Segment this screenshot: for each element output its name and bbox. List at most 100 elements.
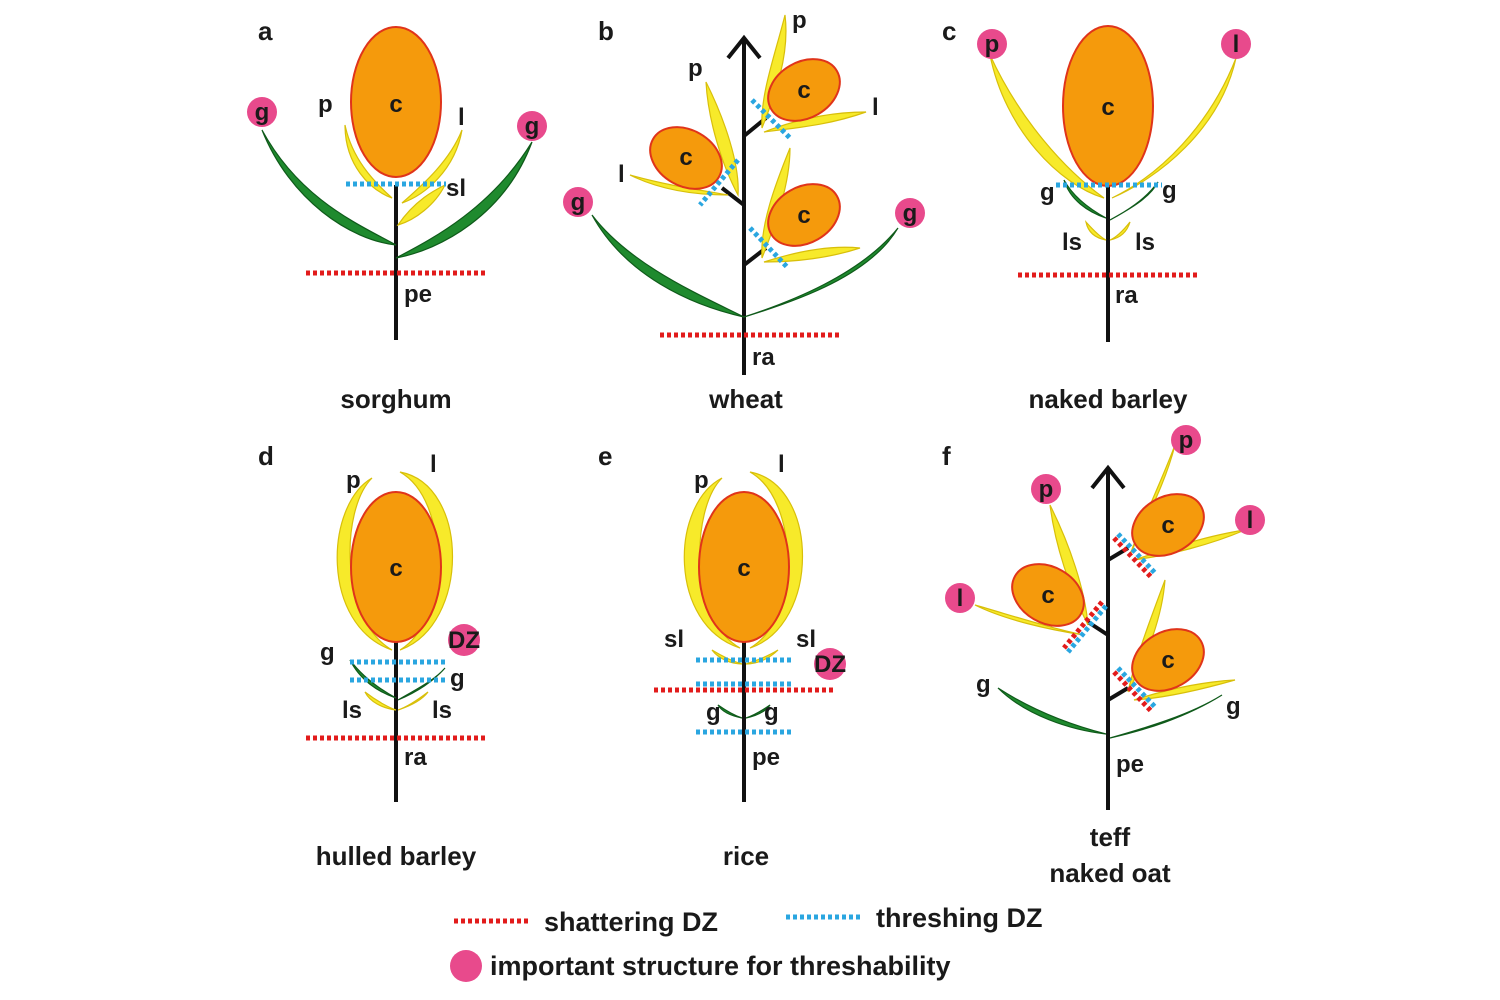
label-dz: DZ bbox=[448, 627, 480, 654]
important-marker bbox=[1221, 29, 1251, 59]
spikelet-branch bbox=[720, 186, 746, 207]
lemma bbox=[749, 471, 803, 649]
legend-important-marker bbox=[450, 950, 482, 982]
lemma bbox=[1133, 679, 1236, 701]
important-marker bbox=[1235, 505, 1265, 535]
caryopsis bbox=[1131, 493, 1205, 557]
caryopsis bbox=[1131, 628, 1205, 692]
important-marker bbox=[895, 198, 925, 228]
label-ls: ls bbox=[432, 697, 452, 724]
caption-naked-oat: naked oat bbox=[1049, 858, 1171, 888]
label-pe: pe bbox=[1116, 751, 1144, 778]
glume-left bbox=[717, 704, 743, 719]
caryopsis bbox=[698, 491, 790, 643]
sterile-lemma-left bbox=[364, 691, 397, 711]
panel-d: d c p l DZ g g ls ls ra hulled barley bbox=[258, 441, 488, 871]
label-c: c bbox=[389, 555, 402, 582]
panel-letter-b: b bbox=[598, 16, 614, 46]
important-marker bbox=[247, 97, 277, 127]
label-g: g bbox=[320, 639, 335, 666]
label-ls: ls bbox=[1062, 229, 1082, 256]
panel-letter-a: a bbox=[258, 16, 273, 46]
palea bbox=[683, 477, 741, 649]
legend: shattering DZ threshing DZ important str… bbox=[450, 903, 1043, 982]
shattering-dz-line bbox=[1112, 670, 1154, 714]
panel-letter-e: e bbox=[598, 441, 612, 471]
label-l: l bbox=[872, 94, 879, 121]
label-l: l bbox=[1233, 31, 1240, 58]
caption-teff: teff bbox=[1090, 822, 1131, 852]
glume-left bbox=[1063, 179, 1107, 219]
label-ra: ra bbox=[752, 344, 775, 371]
caryopsis bbox=[767, 183, 841, 247]
label-g: g bbox=[450, 665, 465, 692]
label-c: c bbox=[389, 91, 402, 118]
important-marker bbox=[945, 583, 975, 613]
panel-b: b c c c p p l l g g ra wheat bbox=[563, 7, 925, 414]
caryopsis bbox=[350, 26, 442, 178]
label-l: l bbox=[430, 451, 437, 478]
threshing-dz-line bbox=[748, 226, 790, 270]
threshing-dz-line bbox=[1066, 604, 1108, 654]
important-marker bbox=[563, 187, 593, 217]
shattering-dz-line bbox=[1062, 600, 1104, 650]
sterile-lemma-left bbox=[1084, 219, 1107, 241]
label-p: p bbox=[1039, 476, 1054, 503]
label-c: c bbox=[797, 202, 810, 229]
lemma bbox=[763, 246, 861, 263]
threshing-dz-line bbox=[698, 158, 740, 207]
shattering-dz-line bbox=[1112, 536, 1154, 580]
label-sl: sl bbox=[664, 626, 684, 653]
label-p: p bbox=[694, 467, 709, 494]
glume-right bbox=[743, 227, 899, 318]
label-p: p bbox=[688, 55, 703, 82]
glume-right bbox=[1109, 694, 1223, 739]
panel-a: a c g g p l sl pe sorghum bbox=[247, 16, 547, 414]
glume-left bbox=[261, 129, 397, 246]
label-g: g bbox=[976, 671, 991, 698]
glume-right bbox=[745, 704, 771, 719]
label-c: c bbox=[1101, 94, 1114, 121]
lemma bbox=[763, 111, 867, 133]
caption-naked-barley: naked barley bbox=[1029, 384, 1189, 414]
label-ls: ls bbox=[1135, 229, 1155, 256]
label-c: c bbox=[797, 77, 810, 104]
glume-left bbox=[349, 659, 397, 699]
important-marker bbox=[1171, 425, 1201, 455]
label-ra: ra bbox=[404, 744, 427, 771]
label-l: l bbox=[957, 585, 964, 612]
arrow-up-icon bbox=[726, 34, 762, 60]
label-pe: pe bbox=[752, 744, 780, 771]
label-p: p bbox=[985, 31, 1000, 58]
label-g: g bbox=[764, 699, 779, 726]
caryopsis bbox=[649, 126, 723, 190]
caryopsis bbox=[1011, 563, 1085, 627]
glume-right bbox=[395, 141, 533, 259]
caption-hulled-barley: hulled barley bbox=[316, 841, 477, 871]
threshing-dz-line bbox=[1116, 532, 1158, 576]
label-ra: ra bbox=[1115, 282, 1138, 309]
label-g: g bbox=[255, 99, 270, 126]
caption-sorghum: sorghum bbox=[340, 384, 451, 414]
label-p: p bbox=[792, 7, 807, 34]
spikelet-branch bbox=[1106, 686, 1130, 702]
label-dz: DZ bbox=[814, 651, 846, 678]
important-marker bbox=[814, 648, 846, 680]
palea bbox=[336, 477, 393, 651]
lemma bbox=[629, 174, 729, 196]
important-marker bbox=[1031, 474, 1061, 504]
label-c: c bbox=[737, 555, 750, 582]
panel-letter-f: f bbox=[942, 441, 951, 471]
label-g: g bbox=[706, 699, 721, 726]
legend-shattering-label: shattering DZ bbox=[544, 907, 718, 937]
label-l: l bbox=[458, 104, 465, 131]
arrow-up-icon bbox=[1090, 464, 1126, 490]
label-p: p bbox=[318, 91, 333, 118]
panel-f: f c c c p p l l g g bbox=[942, 425, 1265, 888]
label-c: c bbox=[679, 144, 692, 171]
sterile-lemma-right bbox=[745, 649, 779, 665]
threshing-dz-line bbox=[750, 98, 792, 140]
important-marker bbox=[448, 624, 480, 656]
palea bbox=[344, 124, 393, 199]
